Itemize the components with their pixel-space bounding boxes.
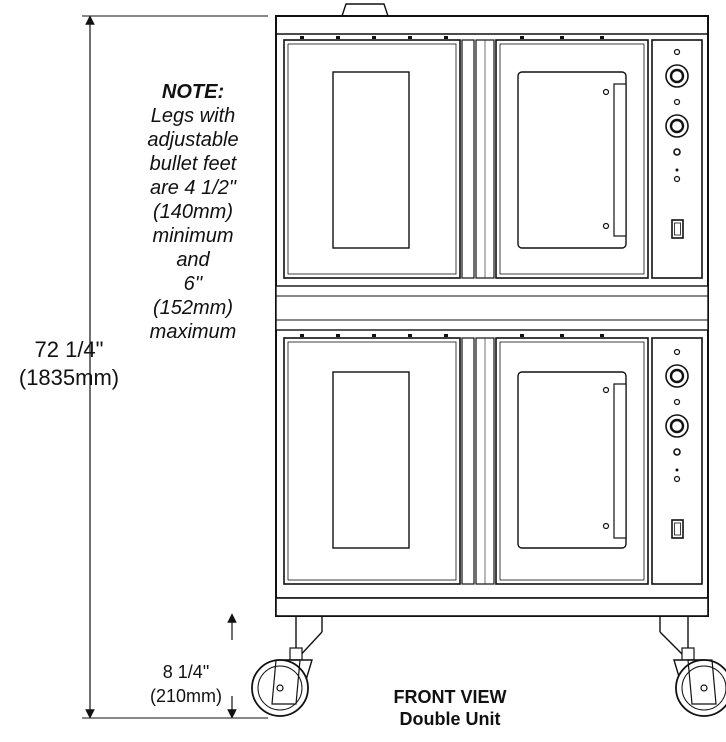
- left-caster: [251, 616, 323, 717]
- upper-power-switch: [671, 219, 684, 239]
- view-caption: FRONT VIEW Double Unit: [360, 686, 540, 730]
- top-vent-handle: [341, 3, 389, 17]
- note-line: bullet feet: [149, 153, 237, 175]
- lower-right-window: [517, 371, 627, 549]
- leg-height-imperial: 8 1/4": [162, 662, 210, 682]
- note-line: Legs with: [150, 105, 236, 127]
- lower-left-window: [332, 371, 410, 549]
- overall-height-dimension: [82, 15, 268, 719]
- overall-height-imperial: 72 1/4": [34, 337, 104, 362]
- overall-height-metric: (1835mm): [18, 365, 120, 390]
- lower-oven: [283, 334, 703, 585]
- note-title: NOTE:: [161, 81, 225, 103]
- note-line: 6'': [183, 273, 203, 295]
- note-callout: NOTE: Legs with adjustable bullet feet a…: [118, 80, 268, 344]
- note-line: (140mm): [152, 201, 233, 223]
- upper-left-window: [332, 71, 410, 249]
- note-line: and: [176, 249, 210, 271]
- view-title: FRONT VIEW: [393, 687, 507, 707]
- overall-height-label: 72 1/4" (1835mm): [4, 336, 134, 392]
- upper-right-window: [517, 71, 627, 249]
- note-line: maximum: [149, 321, 237, 343]
- note-line: are 4 1/2": [149, 177, 237, 199]
- note-line: minimum: [152, 225, 234, 247]
- lower-timer-knob: [665, 414, 689, 438]
- leg-height-label: 8 1/4" (210mm): [126, 660, 246, 708]
- note-line: (152mm): [152, 297, 233, 319]
- lower-power-switch: [671, 519, 684, 539]
- upper-door-handle: [613, 83, 627, 237]
- upper-timer-knob: [665, 114, 689, 138]
- base-frame: [275, 597, 709, 617]
- lower-temperature-knob: [665, 364, 689, 388]
- lower-door-handle: [613, 383, 627, 539]
- note-line: adjustable: [147, 129, 239, 151]
- upper-temperature-knob: [665, 64, 689, 88]
- upper-oven: [283, 36, 703, 279]
- right-caster: [659, 616, 726, 717]
- middle-divider: [275, 285, 709, 331]
- view-subtitle: Double Unit: [399, 709, 501, 729]
- leg-height-metric: (210mm): [149, 686, 222, 706]
